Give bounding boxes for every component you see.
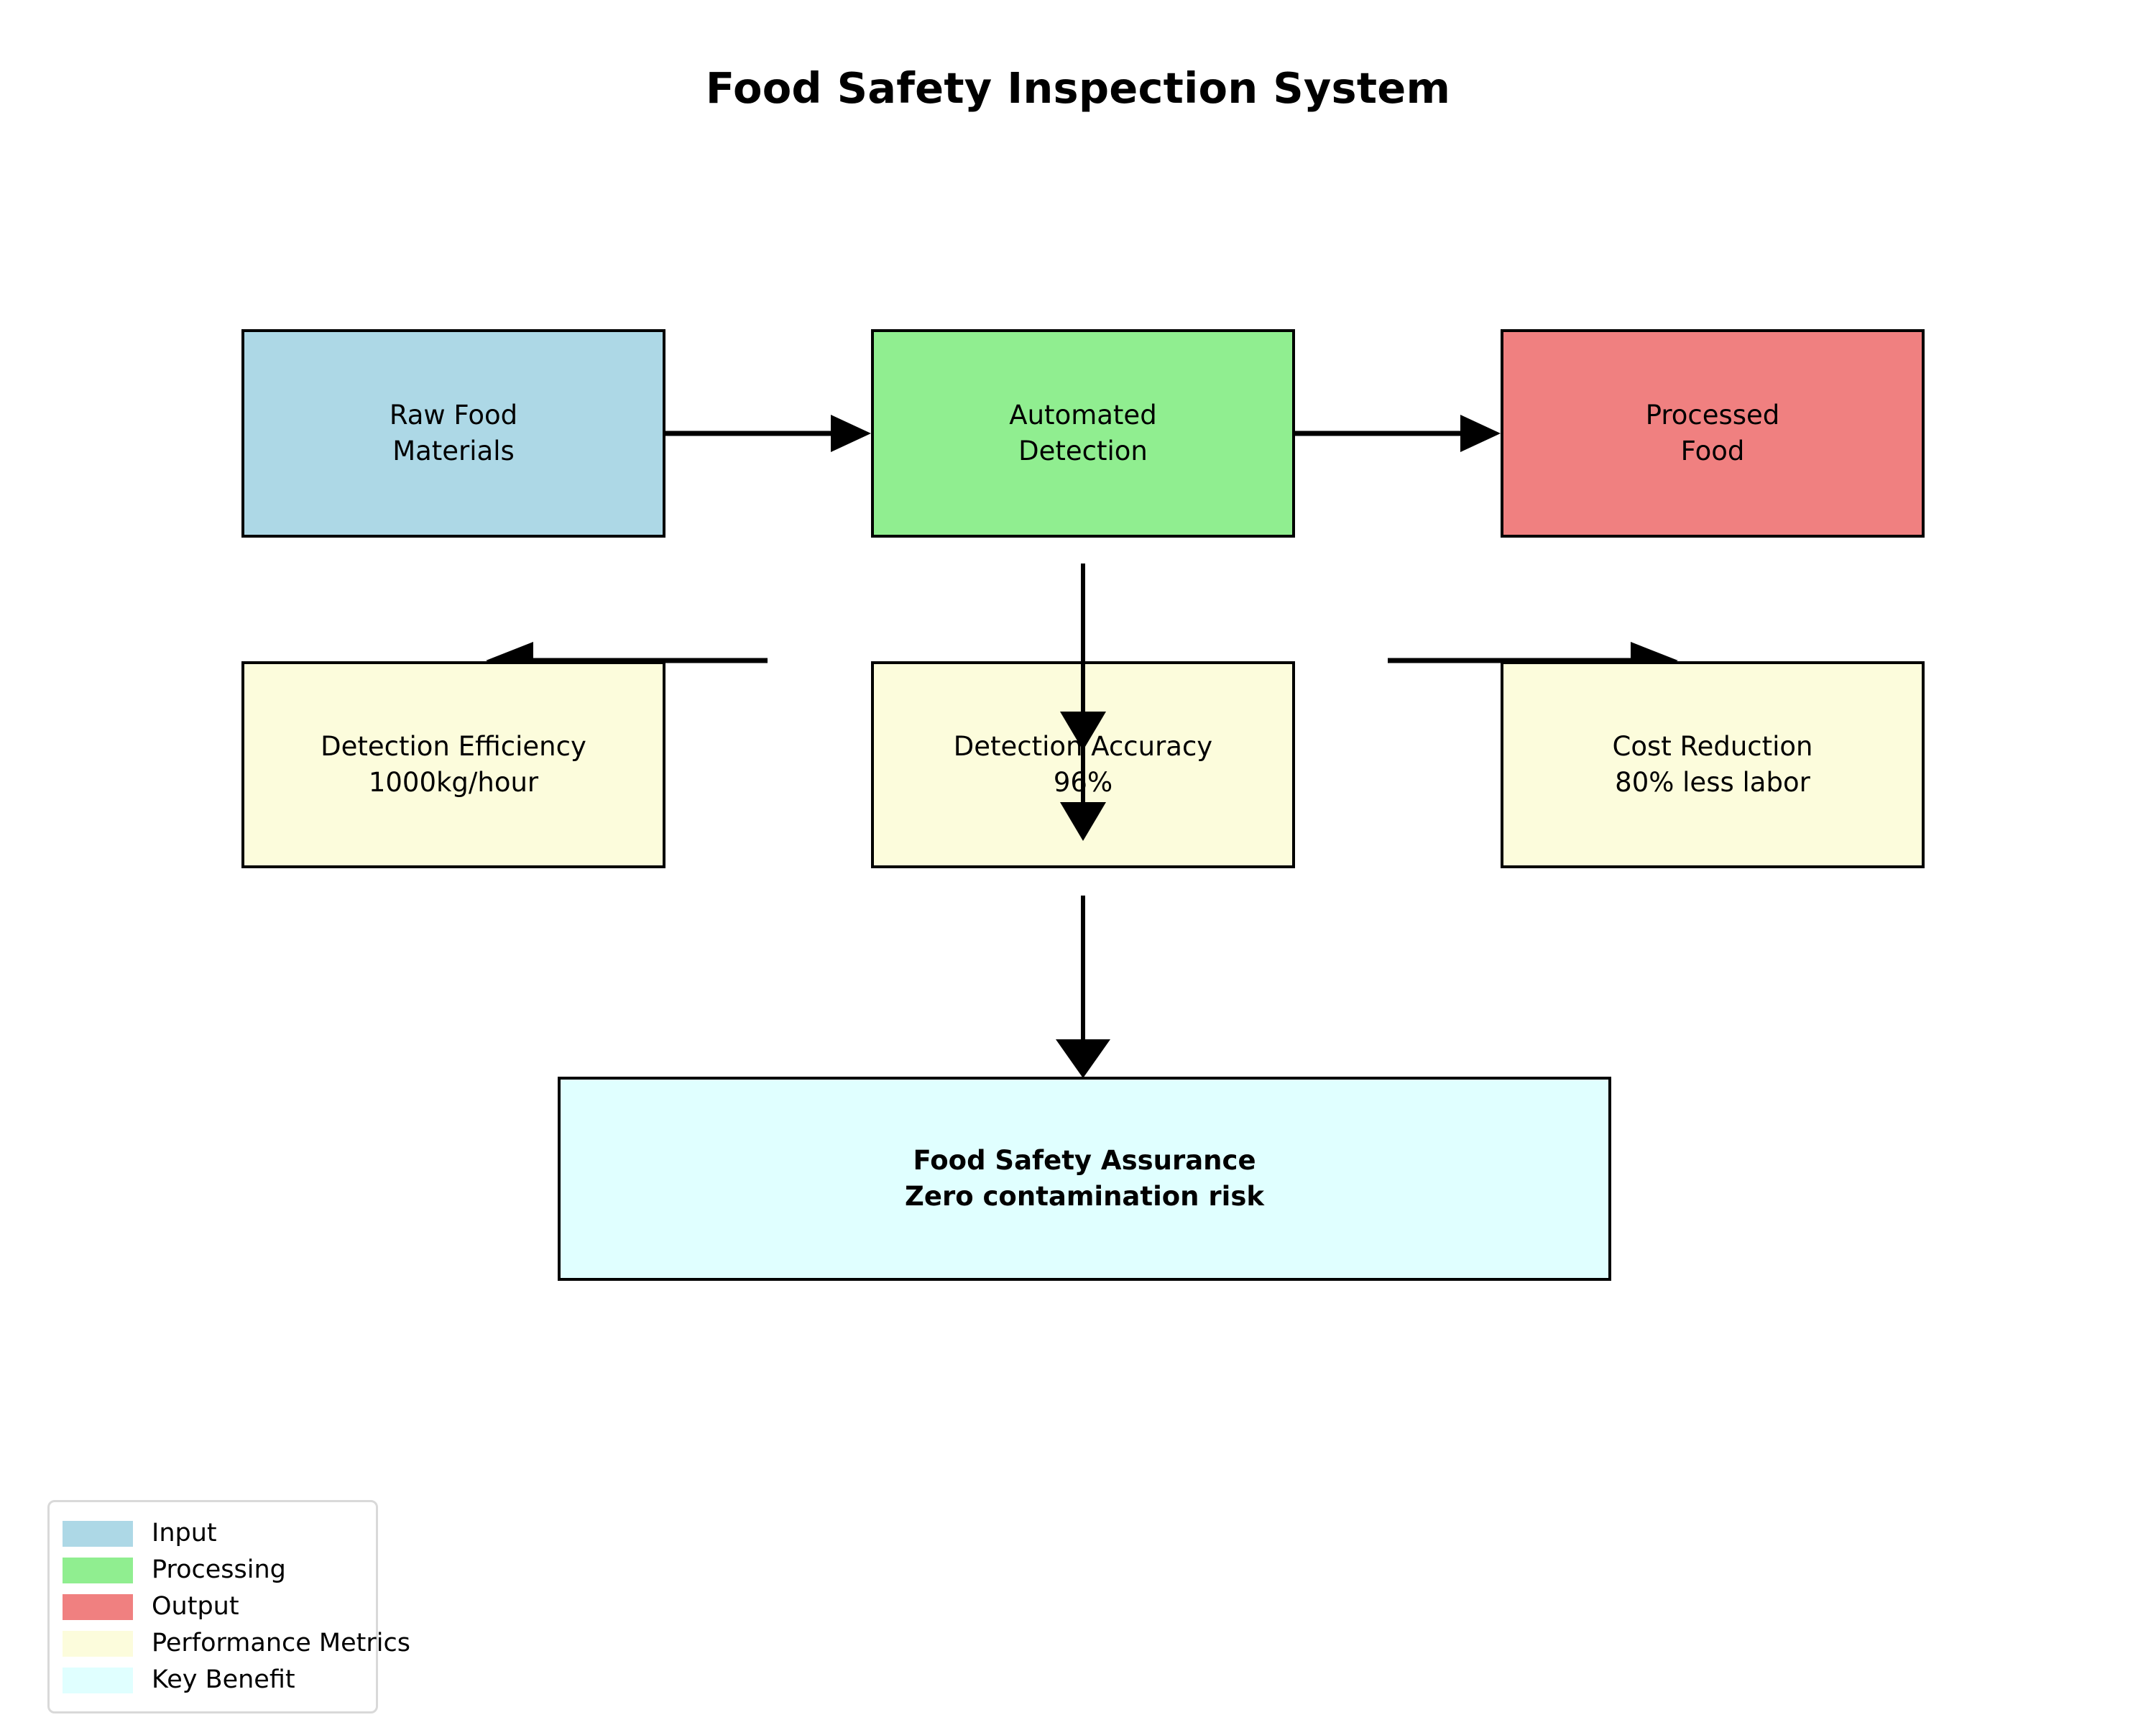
node-cost-reduction[interactable]: Cost Reduction 80% less labor — [1501, 661, 1925, 868]
legend-item-input[interactable]: Input — [63, 1515, 361, 1552]
legend-label-output: Output — [152, 1592, 239, 1621]
legend-label-input: Input — [152, 1519, 217, 1547]
node-raw-food-materials[interactable]: Raw Food Materials — [241, 329, 665, 538]
node-detection-accuracy[interactable]: Detection Accuracy 96% — [871, 661, 1295, 868]
node-processed-food[interactable]: Processed Food — [1501, 329, 1925, 538]
legend-item-key-benefit[interactable]: Key Benefit — [63, 1662, 361, 1698]
legend-swatch-processing — [63, 1557, 133, 1583]
arrow-accuracy-to-benefit — [1056, 896, 1110, 1078]
legend-item-processing[interactable]: Processing — [63, 1552, 361, 1588]
node-detection-efficiency[interactable]: Detection Efficiency 1000kg/hour — [241, 661, 665, 868]
node-automated-detection[interactable]: Automated Detection — [871, 329, 1295, 538]
legend-swatch-key-benefit — [63, 1667, 133, 1693]
arrow-input-to-processing — [665, 415, 871, 452]
legend-swatch-input — [63, 1520, 133, 1547]
legend-label-performance-metrics: Performance Metrics — [152, 1629, 410, 1657]
legend-swatch-performance-metrics — [63, 1630, 133, 1657]
legend-swatch-output — [63, 1593, 133, 1620]
legend: Input Processing Output Performance Metr… — [47, 1500, 410, 1714]
node-food-safety-assurance[interactable]: Food Safety Assurance Zero contamination… — [558, 1077, 1611, 1281]
legend-item-performance-metrics[interactable]: Performance Metrics — [63, 1625, 410, 1662]
legend-label-key-benefit: Key Benefit — [152, 1665, 295, 1694]
legend-item-output[interactable]: Output — [63, 1588, 361, 1625]
legend-label-processing: Processing — [152, 1555, 286, 1584]
page-title: Food Safety Inspection System — [705, 63, 1451, 113]
arrow-processing-to-output — [1295, 415, 1501, 452]
